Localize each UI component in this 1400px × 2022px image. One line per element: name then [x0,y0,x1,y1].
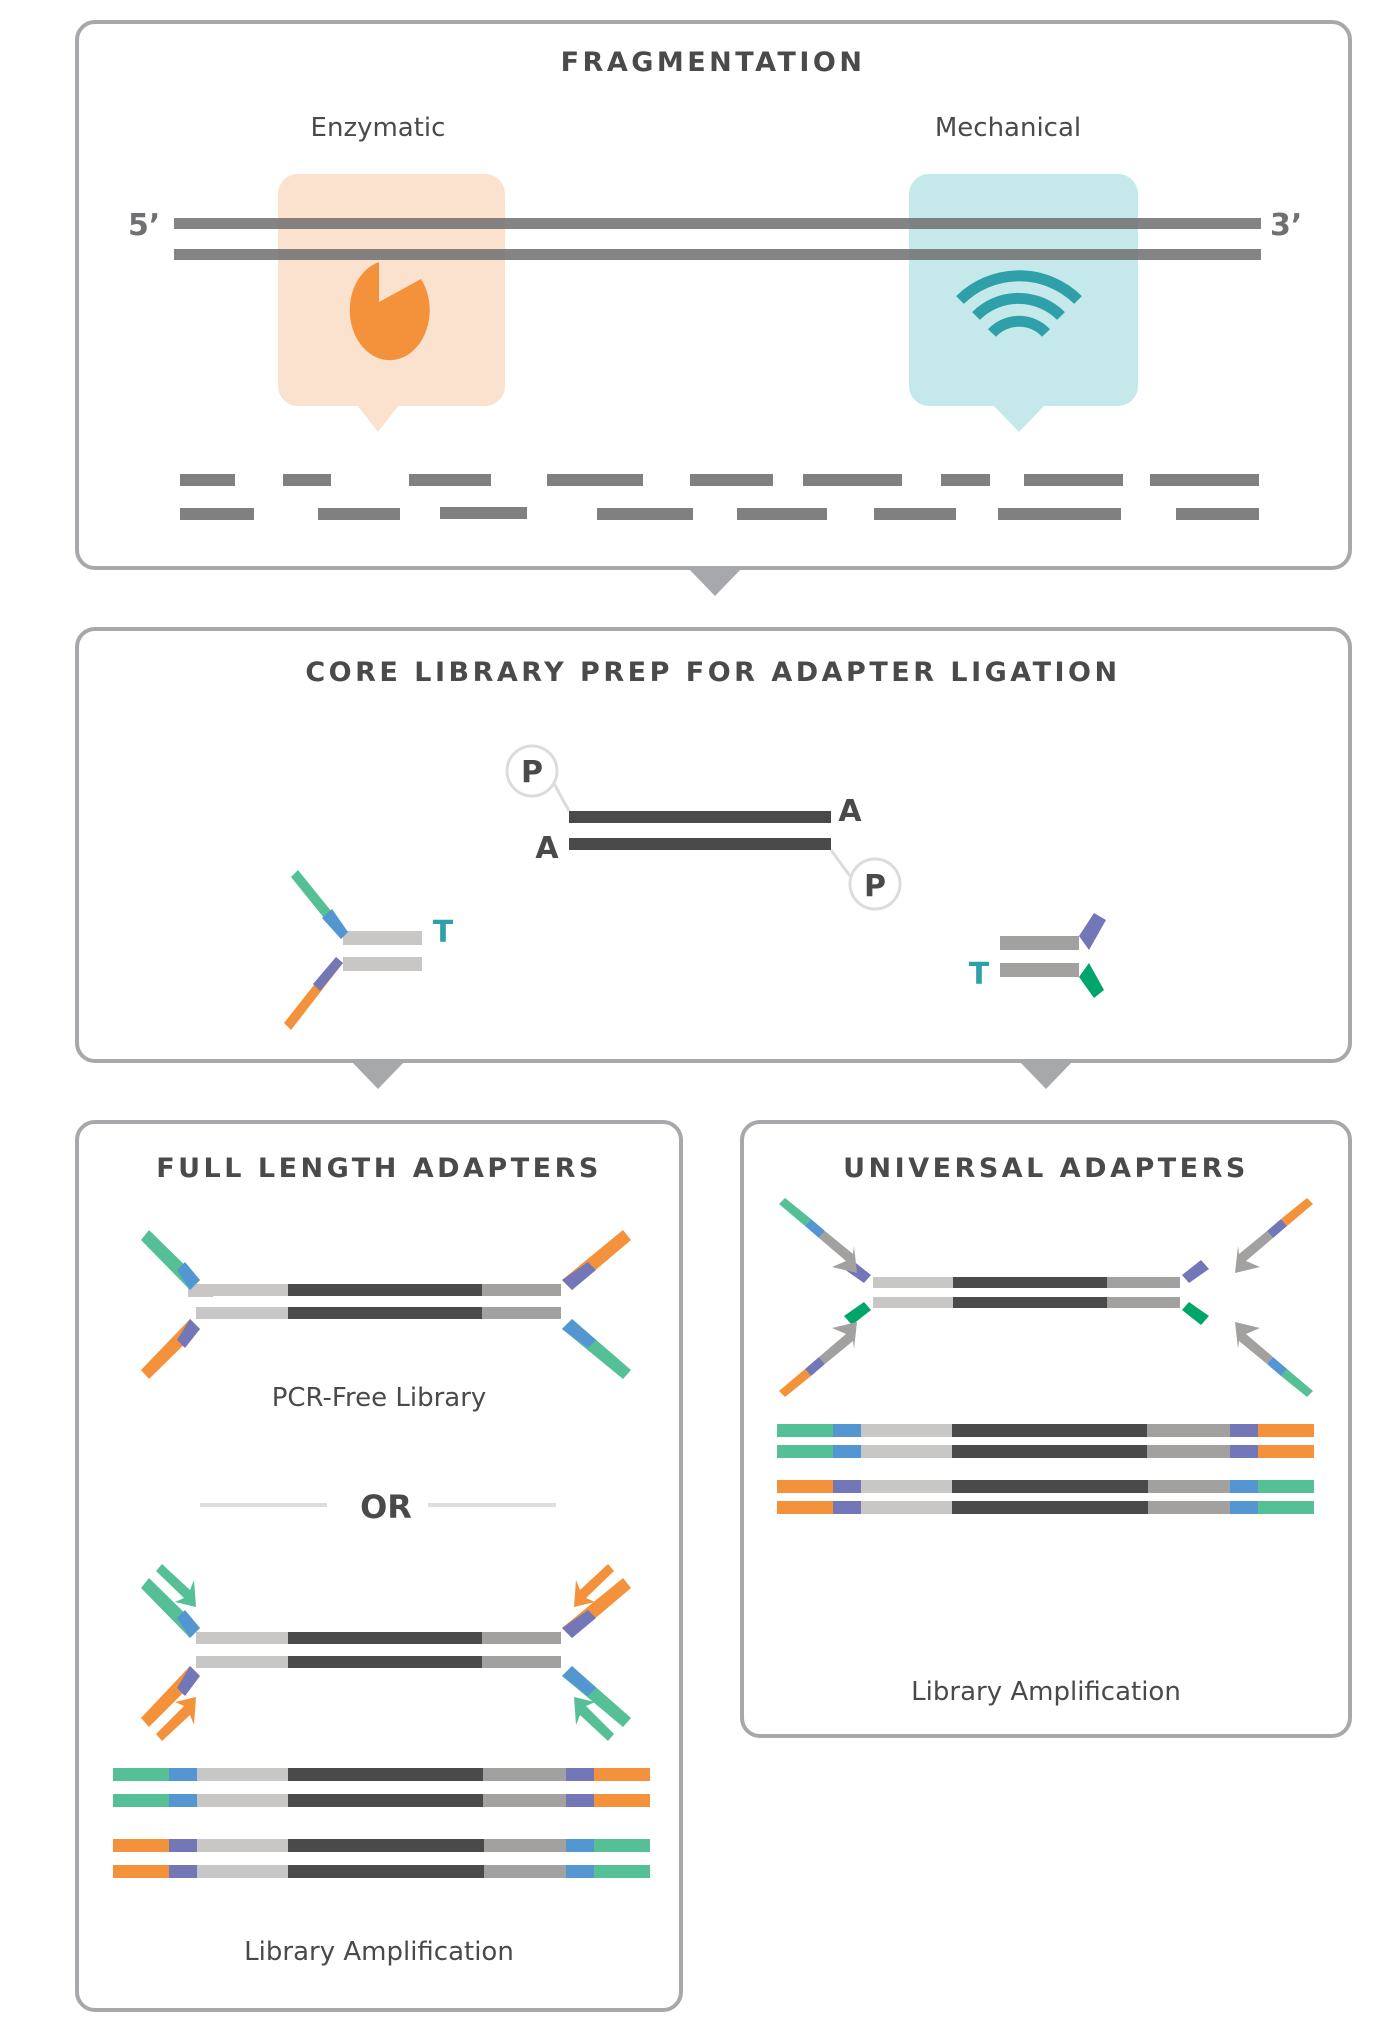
full-length-adapters-panel: FULL LENGTH ADAPTERS PCR-Free Library [75,1120,683,2012]
mechanical-callout [909,174,1138,432]
five-prime-label: 5’ [128,208,160,243]
panel-border [75,20,1352,570]
phosphate-label-top: P [521,755,543,790]
full-length-amplification-label: Library Amplification [244,1937,514,1967]
left-y-adapter: T [284,870,454,1030]
full-length-title: FULL LENGTH ADAPTERS [156,1153,602,1184]
fragmentation-title: FRAGMENTATION [561,47,866,78]
pcr-free-label: PCR-Free Library [272,1383,487,1413]
panel-border [75,1120,683,2012]
pcr-free-ligated-molecule [141,1230,631,1379]
core-prep-panel: CORE LIBRARY PREP FOR ADAPTER LIGATION P… [75,627,1352,1063]
universal-title: UNIVERSAL ADAPTERS [843,1153,1249,1184]
phosphate-circle-bottom [848,857,902,911]
intact-dna-duplex [174,218,1261,260]
right-y-adapter: T [969,913,1106,998]
or-divider: OR [200,1488,556,1526]
incoming-adapter-arrows [779,1198,1313,1397]
pacman-enzyme-icon [349,262,430,361]
t-overhang-left: T [433,915,454,950]
a-tail-bottom: A [535,831,559,866]
fragmentation-panel: FRAGMENTATION Enzymatic Mechanical 5’ 3’ [75,20,1352,570]
universal-amplification-label: Library Amplification [911,1677,1181,1707]
enzymatic-callout [278,174,505,432]
mechanical-label: Mechanical [935,113,1081,143]
universal-adapters-panel: UNIVERSAL ADAPTERS [740,1120,1352,1738]
sonication-waves-icon [956,270,1082,337]
universal-ligated-molecule [779,1198,1313,1397]
t-overhang-right: T [969,957,990,992]
or-label: OR [360,1488,412,1526]
flow-arrow-down-right [1019,1061,1073,1089]
a-tailed-insert: P P A A [505,744,902,911]
flow-arrow-down-left [351,1061,405,1089]
pcr-primed-ligated-molecule [141,1564,631,1741]
primer-arrows [156,1564,614,1741]
flow-arrow-down [688,568,742,596]
phosphate-label-bottom: P [864,869,886,904]
core-prep-title: CORE LIBRARY PREP FOR ADAPTER LIGATION [305,657,1120,688]
enzymatic-label: Enzymatic [311,113,446,143]
dna-fragments [180,474,1259,520]
phosphate-circle-top [505,744,559,798]
a-tail-top: A [838,794,862,829]
three-prime-label: 3’ [1270,208,1302,243]
